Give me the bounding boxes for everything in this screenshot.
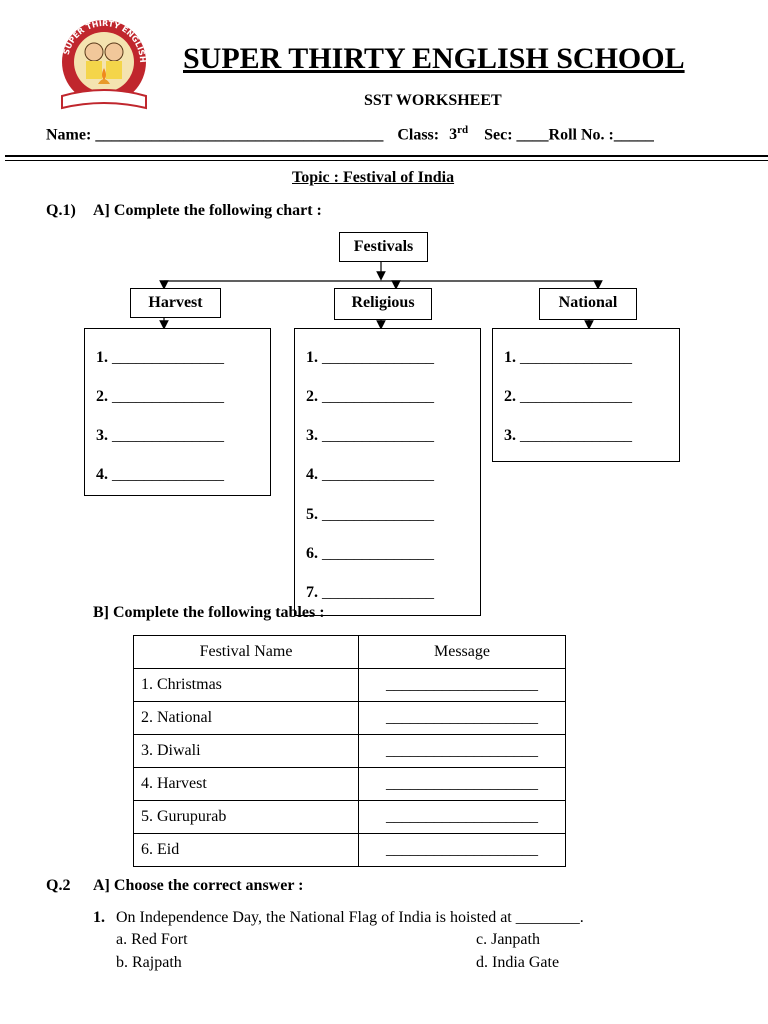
header-divider-top bbox=[5, 155, 768, 157]
festival-name-cell: 6. Eid bbox=[133, 833, 359, 867]
branch-religious: Religious bbox=[334, 288, 432, 320]
message-blank-cell[interactable]: ___________________ bbox=[358, 734, 566, 768]
question-text: On Independence Day, the National Flag o… bbox=[116, 909, 584, 926]
list-item[interactable]: 2. ______________ bbox=[96, 388, 224, 405]
question-number: 1. bbox=[93, 909, 105, 926]
chart-root-festivals: Festivals bbox=[339, 232, 428, 262]
name-field[interactable]: Name: __________________________________… bbox=[46, 126, 384, 144]
message-blank-cell[interactable]: ___________________ bbox=[358, 668, 566, 702]
school-logo: SUPER THIRTY ENGLISH SCHOOL bbox=[52, 18, 147, 110]
column-header: Message bbox=[358, 635, 566, 669]
harvest-list-box: 1. ______________ 2. ______________ 3. _… bbox=[84, 328, 271, 496]
festival-name-cell: 3. Diwali bbox=[133, 734, 359, 768]
message-blank-cell[interactable]: ___________________ bbox=[358, 767, 566, 801]
festival-name-cell: 1. Christmas bbox=[133, 668, 359, 702]
header-divider-bottom bbox=[5, 160, 768, 161]
list-item[interactable]: 1. ______________ bbox=[504, 349, 632, 366]
list-item[interactable]: 7. ______________ bbox=[306, 584, 434, 601]
list-item[interactable]: 3. ______________ bbox=[504, 427, 632, 444]
option-d[interactable]: d. India Gate bbox=[476, 954, 560, 971]
festival-name-cell: 2. National bbox=[133, 701, 359, 735]
national-list-box: 1. ______________ 2. ______________ 3. _… bbox=[492, 328, 680, 462]
list-item[interactable]: 6. ______________ bbox=[306, 545, 434, 562]
class-value: 3 bbox=[449, 126, 458, 144]
table-header-row: Festival Name Message bbox=[133, 635, 566, 669]
chart-connectors bbox=[159, 262, 603, 330]
class-label: Class: bbox=[397, 126, 440, 144]
table-row: 2. National ___________________ bbox=[133, 701, 566, 735]
option-c[interactable]: c. Janpath bbox=[476, 931, 540, 948]
q1-label: Q.1) bbox=[46, 202, 76, 219]
q2-label: Q.2 bbox=[46, 877, 71, 894]
branch-national: National bbox=[539, 288, 637, 320]
festival-message-table: Festival Name Message 1. Christmas _____… bbox=[133, 635, 566, 867]
q1-part-b: B] Complete the following tables : bbox=[93, 604, 325, 621]
option-b[interactable]: b. Rajpath bbox=[116, 954, 182, 971]
option-a[interactable]: a. Red Fort bbox=[116, 931, 188, 948]
q1-part-a: A] Complete the following chart : bbox=[93, 202, 322, 219]
list-item[interactable]: 4. ______________ bbox=[96, 466, 224, 483]
worksheet-title: SST WORKSHEET bbox=[364, 92, 502, 109]
list-item[interactable]: 4. ______________ bbox=[306, 466, 434, 483]
message-blank-cell[interactable]: ___________________ bbox=[358, 833, 566, 867]
class-suffix: rd bbox=[457, 124, 469, 136]
list-item[interactable]: 1. ______________ bbox=[96, 349, 224, 366]
festival-name-cell: 4. Harvest bbox=[133, 767, 359, 801]
sec-roll-field[interactable]: Sec: ____Roll No. :_____ bbox=[484, 126, 654, 144]
religious-list-box: 1. ______________ 2. ______________ 3. _… bbox=[294, 328, 481, 616]
message-blank-cell[interactable]: ___________________ bbox=[358, 701, 566, 735]
topic-heading: Topic : Festival of India bbox=[292, 169, 455, 186]
list-item[interactable]: 3. ______________ bbox=[96, 427, 224, 444]
list-item[interactable]: 3. ______________ bbox=[306, 427, 434, 444]
school-name: SUPER THIRTY ENGLISH SCHOOL bbox=[183, 42, 685, 75]
table-row: 6. Eid ___________________ bbox=[133, 833, 566, 867]
list-item[interactable]: 1. ______________ bbox=[306, 349, 434, 366]
student-info-line: Name: __________________________________… bbox=[46, 124, 654, 144]
message-blank-cell[interactable]: ___________________ bbox=[358, 800, 566, 834]
column-header: Festival Name bbox=[133, 635, 359, 669]
table-row: 4. Harvest ___________________ bbox=[133, 767, 566, 801]
festival-name-cell: 5. Gurupurab bbox=[133, 800, 359, 834]
table-row: 5. Gurupurab ___________________ bbox=[133, 800, 566, 834]
list-item[interactable]: 2. ______________ bbox=[306, 388, 434, 405]
branch-harvest: Harvest bbox=[130, 288, 221, 318]
q2-part-a: A] Choose the correct answer : bbox=[93, 877, 304, 894]
table-row: 3. Diwali ___________________ bbox=[133, 734, 566, 768]
table-row: 1. Christmas ___________________ bbox=[133, 668, 566, 702]
list-item[interactable]: 5. ______________ bbox=[306, 506, 434, 523]
list-item[interactable]: 2. ______________ bbox=[504, 388, 632, 405]
